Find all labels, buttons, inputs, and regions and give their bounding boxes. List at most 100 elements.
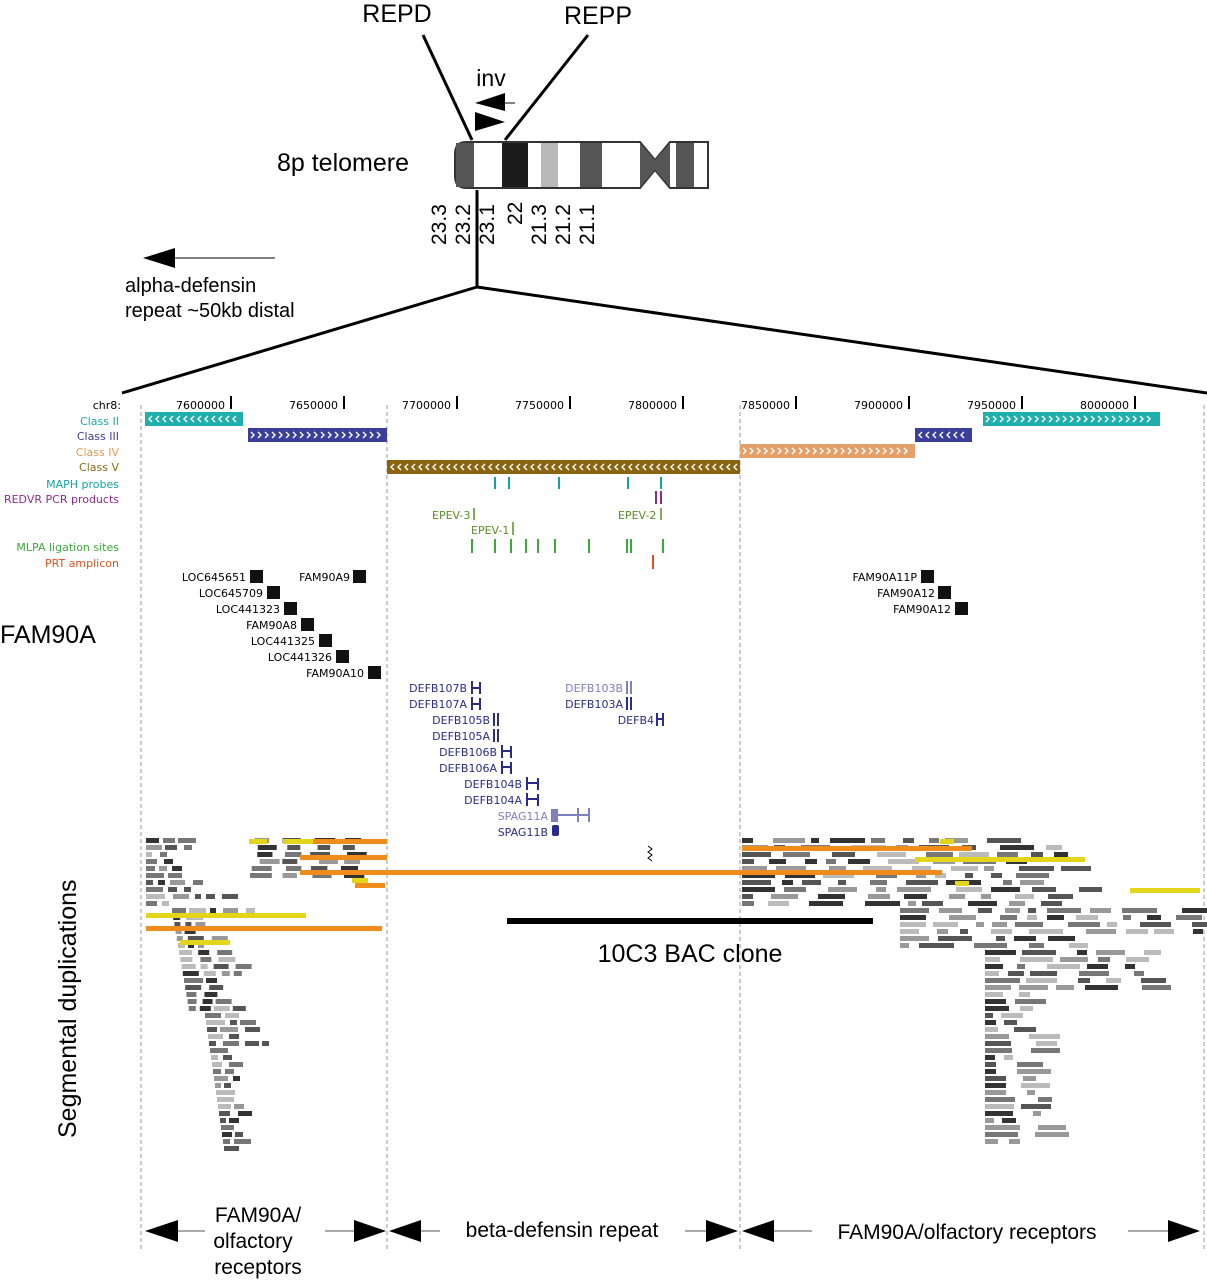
segdup-block — [1003, 880, 1012, 885]
segdup-block — [985, 1125, 1020, 1130]
segdup-block — [310, 866, 328, 871]
segdup-block — [146, 913, 306, 918]
segdup-block — [211, 936, 228, 941]
segdup-block — [802, 880, 821, 885]
segdup-block — [1077, 950, 1087, 955]
segdup-block — [949, 894, 965, 899]
region-left-end-arrow-icon — [354, 1220, 386, 1242]
segdup-block — [985, 978, 1020, 983]
region-middle-end-arrow-icon — [706, 1220, 738, 1242]
segdup-block — [1038, 1125, 1066, 1130]
segdup-block — [871, 838, 885, 843]
segdup-block — [985, 1062, 996, 1067]
segdup-block — [208, 1034, 223, 1039]
segdup-block — [1078, 978, 1090, 983]
segdup-block — [198, 950, 210, 955]
segdup-block — [1096, 950, 1125, 955]
segdup-block — [245, 1027, 260, 1032]
segdup-block — [182, 971, 199, 976]
segmental-duplications-track — [146, 838, 1207, 1151]
segdup-block — [164, 859, 173, 864]
region-middle-start-arrow-icon — [389, 1220, 421, 1242]
segdup-block — [229, 1118, 239, 1123]
segdup-block — [1193, 929, 1203, 934]
segdup-block — [908, 901, 916, 906]
segdup-block — [965, 873, 973, 878]
segdup-block — [300, 855, 387, 860]
segdup-block — [784, 887, 806, 892]
segdup-block — [771, 894, 798, 899]
gene-label: FAM90A11P — [853, 571, 918, 584]
segdup-block — [319, 859, 338, 864]
segdup-block — [168, 873, 182, 878]
segdup-block — [1017, 1062, 1043, 1067]
segdup-block — [1019, 866, 1054, 871]
segdup-block — [1015, 999, 1046, 1004]
segdup-block — [285, 866, 302, 871]
segdup-block — [1048, 936, 1075, 941]
segdup-block — [938, 936, 972, 941]
segdup-block — [146, 845, 162, 850]
segdup-block — [282, 873, 297, 878]
segdup-block — [929, 838, 939, 843]
chromosome-ideogram: REPD REPP inv 8p telomere 23.3 23.2 23.1… — [121, 0, 1207, 395]
defb-genes: DEFB107B DEFB107A DEFB105B DEFB105A DEFB… — [409, 681, 664, 839]
band-label: 21.3 — [528, 204, 551, 245]
segdup-block — [1015, 922, 1043, 927]
segdup-block — [1019, 992, 1030, 997]
segdup-block — [984, 866, 994, 871]
gene-block — [301, 618, 314, 631]
segdup-block — [1009, 1139, 1020, 1144]
segdup-block — [1015, 894, 1034, 899]
segdup-block — [985, 1118, 994, 1123]
band-label: 22 — [504, 202, 527, 225]
segdup-block — [991, 887, 1020, 892]
segdup-block — [343, 873, 365, 878]
gene-block — [336, 650, 349, 663]
segdup-block — [187, 999, 197, 1004]
segdup-block — [146, 926, 382, 931]
segdup-block — [951, 866, 978, 871]
segdup-block — [1004, 1020, 1017, 1025]
axis-tick-label: 7600000 — [176, 399, 225, 412]
segdup-block — [1122, 908, 1157, 913]
repd-pointer-line — [421, 34, 474, 141]
segdup-block — [187, 936, 204, 941]
gene-label: LOC645651 — [182, 571, 246, 584]
band-labels: 23.3 23.2 23.1 22 21.3 21.2 21.1 — [428, 202, 599, 245]
segdup-block — [211, 1055, 218, 1060]
segdup-block — [985, 1013, 993, 1018]
segdup-block — [195, 894, 201, 899]
segdup-block — [868, 894, 890, 899]
segdup-block — [184, 929, 196, 934]
axis-tick-label: 7850000 — [741, 399, 790, 412]
segdup-block — [960, 929, 968, 934]
segdup-block — [146, 838, 159, 843]
segdup-block — [1027, 1090, 1035, 1095]
axis-tick: 8000000 — [1080, 396, 1136, 412]
gene-label: DEFB105B — [432, 714, 490, 727]
segdup-block — [215, 1083, 221, 1088]
segdup-block — [224, 1083, 231, 1088]
segdup-block — [742, 880, 771, 885]
segdup-block — [906, 880, 938, 885]
segdup-block — [1126, 957, 1149, 962]
segdup-block — [1068, 922, 1100, 927]
segdup-block — [347, 852, 367, 857]
segdup-block — [785, 873, 815, 878]
centromere-right — [655, 143, 670, 187]
axis-tick-label: 7650000 — [289, 399, 338, 412]
segdup-block — [221, 971, 230, 976]
segdup-block — [985, 1006, 1009, 1011]
zoom-left-line — [121, 285, 478, 395]
telomere-label: 8p telomere — [277, 149, 409, 177]
segdup-block — [222, 894, 238, 899]
gene-label: FAM90A10 — [306, 667, 364, 680]
segdup-block — [185, 922, 192, 927]
segdup-block — [996, 936, 1005, 941]
segdup-block — [1076, 915, 1098, 920]
segdup-block — [213, 964, 229, 969]
segdup-block — [1030, 971, 1057, 976]
segdup-block — [769, 859, 786, 864]
